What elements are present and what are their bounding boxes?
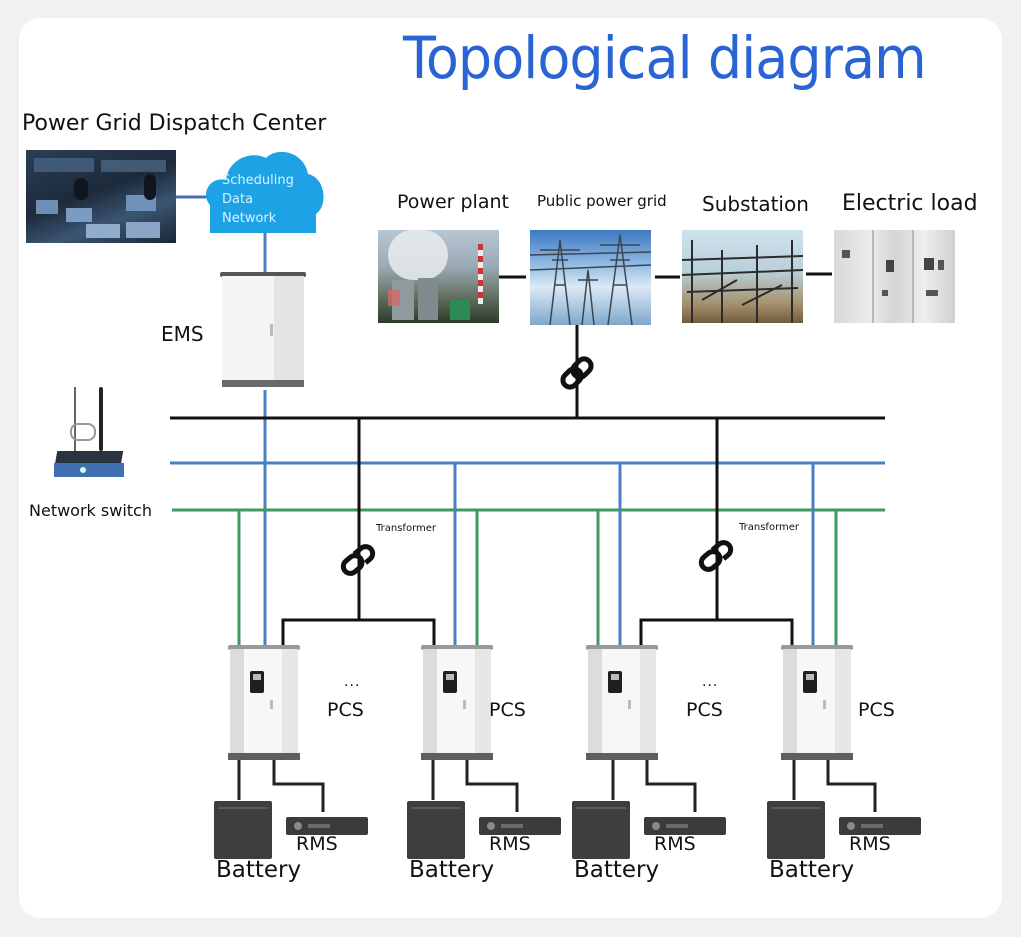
network-switch-icon xyxy=(54,385,124,485)
rms-label: RMS xyxy=(654,833,696,855)
cloud-label: Scheduling Data Network xyxy=(222,173,294,226)
power-plant-label: Power plant xyxy=(397,191,509,213)
substation-photo xyxy=(682,230,803,323)
ems-cabinet-icon xyxy=(220,272,306,390)
pcs-cabinet-icon xyxy=(781,645,853,763)
rms-label: RMS xyxy=(849,833,891,855)
battery-label: Battery xyxy=(574,857,660,883)
pcs-label: PCS xyxy=(489,699,526,721)
pcs-cabinet-icon xyxy=(421,645,493,763)
transformer-1-label: Transformer xyxy=(376,523,437,534)
pcs-label: PCS xyxy=(686,699,723,721)
pcs-label: PCS xyxy=(858,699,895,721)
more-units-ellipsis: ... xyxy=(344,674,361,690)
battery-icon xyxy=(572,801,630,859)
power-plant-photo xyxy=(378,230,499,323)
dispatch-center-label: Power Grid Dispatch Center xyxy=(22,111,327,136)
electric-load-label: Electric load xyxy=(842,191,978,216)
unit-wires xyxy=(237,760,877,812)
battery-label: Battery xyxy=(769,857,855,883)
transformer-1-link-icon xyxy=(340,544,376,576)
network-switch-label: Network switch xyxy=(29,501,152,520)
substation-label: Substation xyxy=(702,192,809,216)
rms-device-icon xyxy=(286,817,368,835)
battery-label: Battery xyxy=(216,857,302,883)
page-title: Topological diagram xyxy=(403,24,927,92)
transmission-tower-photo xyxy=(530,230,651,325)
scheduling-network-cloud-icon xyxy=(205,151,324,233)
public-grid-label: Public power grid xyxy=(537,192,667,210)
switchgear-cabinet-photo xyxy=(834,230,955,323)
pcs-cabinet-icon xyxy=(228,645,300,763)
pcs-label: PCS xyxy=(327,699,364,721)
battery-label: Battery xyxy=(409,857,495,883)
grid-link-icon xyxy=(560,356,594,390)
battery-icon xyxy=(767,801,825,859)
battery-icon xyxy=(214,801,272,859)
ems-label: EMS xyxy=(161,322,204,346)
battery-icon xyxy=(407,801,465,859)
transformer-2-branch xyxy=(639,618,794,645)
control-room-photo xyxy=(26,150,176,243)
rms-device-icon xyxy=(644,817,726,835)
rms-label: RMS xyxy=(489,833,531,855)
transformer-1-branch xyxy=(281,618,436,645)
rms-device-icon xyxy=(839,817,921,835)
rms-device-icon xyxy=(479,817,561,835)
pcs-cabinet-icon xyxy=(586,645,658,763)
more-units-ellipsis: ... xyxy=(702,674,719,690)
transformer-2-link-icon xyxy=(698,540,734,572)
transformer-2-label: Transformer xyxy=(739,522,800,533)
diagram-card xyxy=(19,18,1002,918)
rms-label: RMS xyxy=(296,833,338,855)
